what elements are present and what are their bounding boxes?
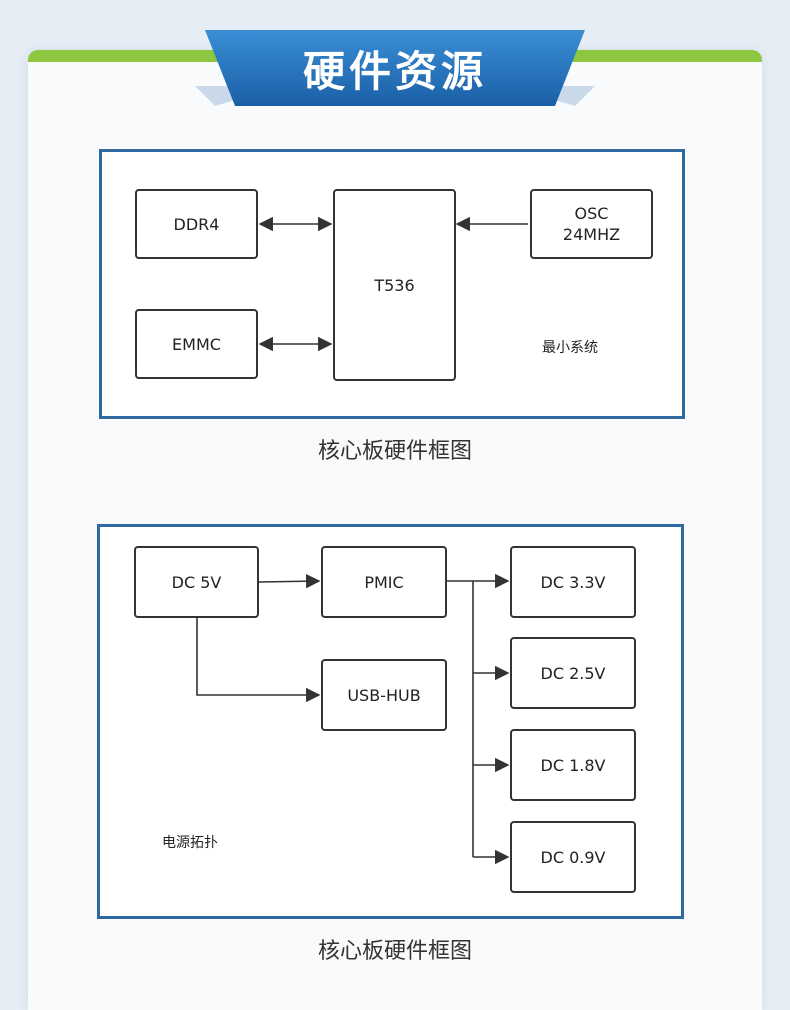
core-diagram-caption: 核心板硬件框图: [317, 439, 472, 464]
core-diagram-frame: DDR4 EMMC T536 OSC 24MHZ 最小系统: [99, 149, 685, 419]
pmic-bus-line: [447, 580, 474, 857]
dc-0v9-block: DC 0.9V: [510, 821, 636, 893]
usb-hub-block: USB-HUB: [321, 659, 447, 731]
page-title: 硬件资源: [302, 46, 487, 96]
dc5v-usbhub-arrow: [196, 618, 321, 703]
dc-3v3-block: DC 3.3V: [510, 546, 636, 618]
core-diagram-connectors: [258, 216, 528, 352]
dc-1v8-block: DC 1.8V: [510, 729, 636, 801]
emmc-block: EMMC: [135, 309, 258, 379]
dc5v-pmic-arrow: [258, 574, 321, 589]
pmic-block: PMIC: [321, 546, 447, 618]
title-banner: [195, 30, 595, 106]
dc-5v-block: DC 5V: [134, 546, 259, 618]
soc-block: T536: [333, 189, 456, 381]
osc-frequency: 24MHZ: [562, 225, 621, 244]
power-topology-note: 电源拓扑: [162, 835, 218, 851]
min-system-note: 最小系统: [542, 340, 598, 356]
osc-block: OSC 24MHZ: [530, 189, 653, 259]
osc-label: OSC: [574, 204, 609, 223]
power-diagram-connectors: [196, 573, 510, 865]
power-diagram-frame: DC 5V PMIC USB-HUB DC 3.3V DC 2.5V DC 1.…: [97, 524, 684, 919]
dc-2v5-block: DC 2.5V: [510, 637, 636, 709]
ddr-block: DDR4: [135, 189, 258, 259]
power-diagram-caption: 核心板硬件框图: [317, 939, 472, 964]
